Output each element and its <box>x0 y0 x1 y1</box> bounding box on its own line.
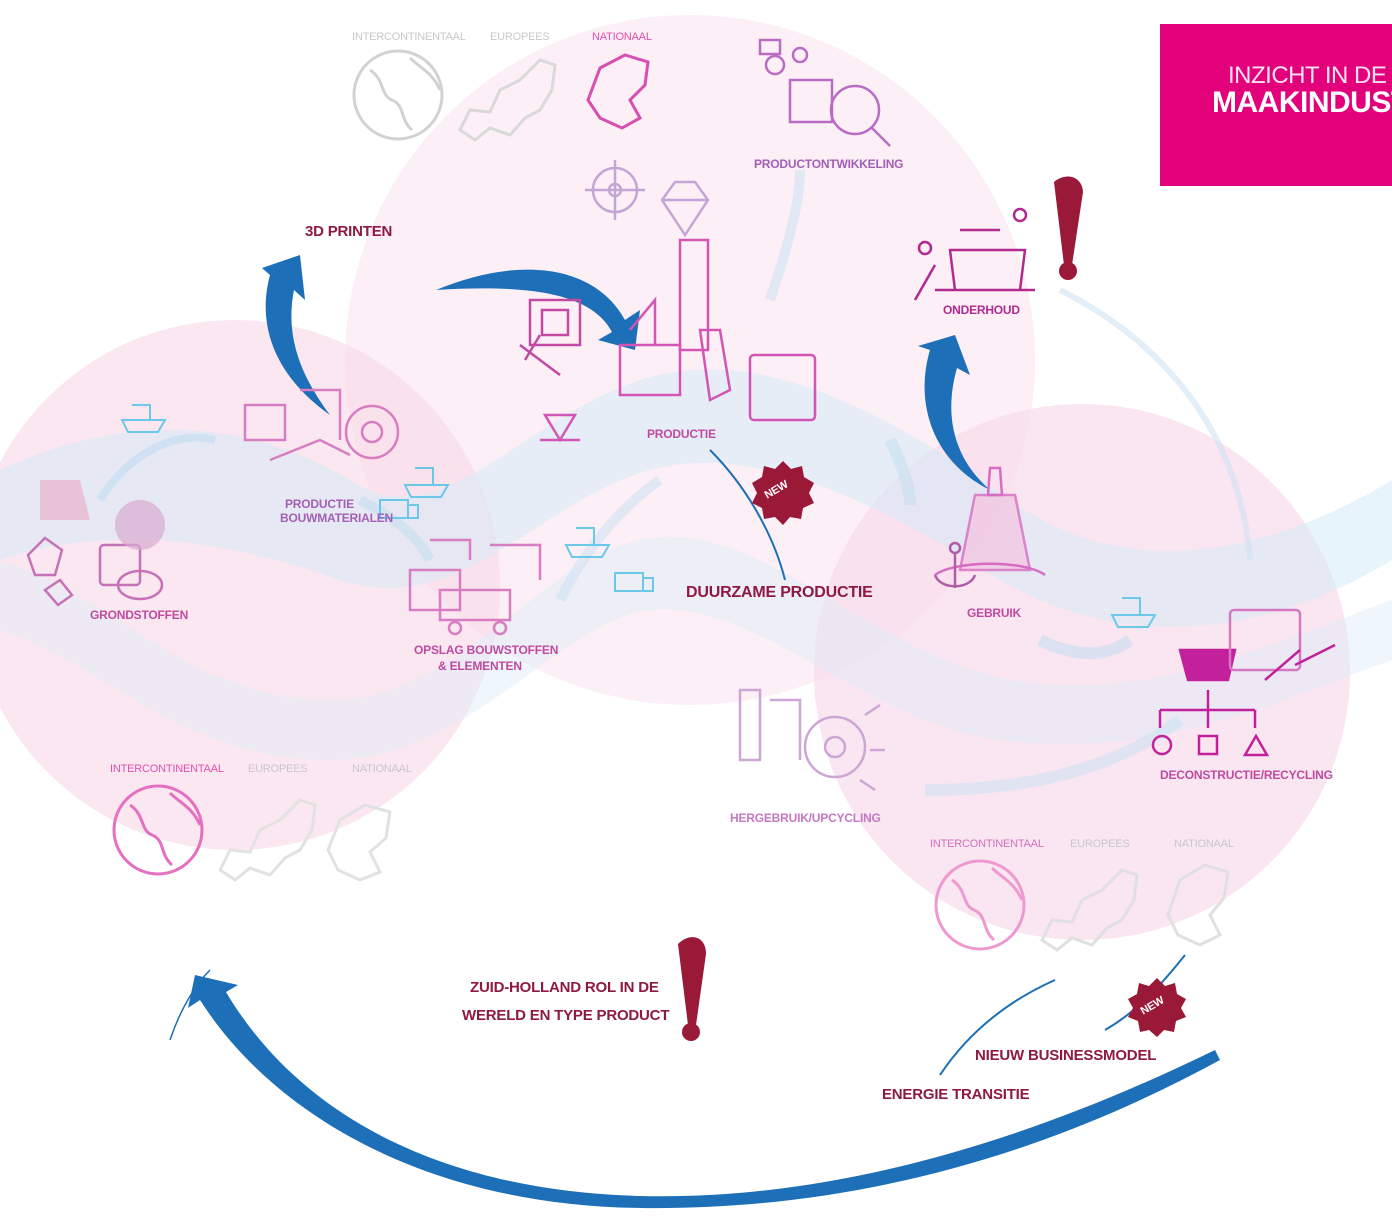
flow-arrow-5 <box>924 715 1184 796</box>
label-productie-bouw-1: PRODUCTIE <box>285 497 354 511</box>
globe-icon <box>112 784 204 876</box>
netherlands-map-icon <box>1166 863 1230 947</box>
deconstructie-icon <box>1151 608 1336 757</box>
diamond-icon <box>660 180 710 238</box>
arrow-3d-to-productie <box>436 269 640 350</box>
europe-map-icon <box>218 798 317 882</box>
netherlands-map-icon <box>326 803 392 882</box>
gebruik-ship-icon <box>934 466 1046 577</box>
flow-arrow-1 <box>96 433 217 503</box>
flow-arrow-6 <box>555 475 663 603</box>
bolt-icon <box>519 334 561 376</box>
label-productie-bouw-2: BOUWMATERIALEN <box>280 511 393 525</box>
rocks-icon <box>26 480 165 607</box>
ship-icon <box>1110 597 1157 628</box>
label-gebruik: GEBRUIK <box>967 606 1021 620</box>
opslag-icon <box>408 538 542 636</box>
anchor-icon <box>933 541 977 588</box>
scope-left-intercontinentaal: INTERCONTINENTAAL <box>110 763 224 775</box>
truck-icon <box>614 572 654 592</box>
flow-band-1 <box>0 369 1392 627</box>
title-line-2: MAAKINDUST <box>1212 86 1392 119</box>
productontwikkeling-icon <box>758 38 891 147</box>
hergebruik-icon <box>738 688 885 792</box>
arrow-bottom-tail <box>169 969 211 1041</box>
flow-arrow-4 <box>1037 634 1134 660</box>
note-duurzame-productie: DUURZAME PRODUCTIE <box>686 584 873 601</box>
scope-right-nationaal: NATIONAAL <box>1174 838 1234 850</box>
flow-arrow-8 <box>884 437 916 506</box>
note-3d-printen: 3D PRINTEN <box>305 223 393 240</box>
ship-icon <box>403 467 450 498</box>
truck-icon <box>379 499 419 519</box>
title-line-1: INZICHT IN DE KE <box>1228 62 1392 89</box>
label-grondstoffen: GRONDSTOFFEN <box>90 608 189 622</box>
line-duurzame <box>709 449 786 581</box>
arrow-gebruik-onderhoud <box>918 335 990 490</box>
note-zuid-holland-1: ZUID-HOLLAND ROL IN DE <box>470 979 659 996</box>
globe-icon <box>352 49 444 141</box>
netherlands-map-icon <box>586 53 650 130</box>
label-hergebruik: HERGEBRUIK/UPCYCLING <box>730 811 881 825</box>
note-zuid-holland-2: WERELD EN TYPE PRODUCT <box>462 1007 670 1024</box>
factory-icon <box>243 388 400 462</box>
scope-left-nationaal: NATIONAAL <box>352 763 412 775</box>
new-badge <box>1128 978 1186 1037</box>
helm-icon <box>585 160 645 220</box>
label-productie: PRODUCTIE <box>647 427 716 441</box>
note-energie-transitie: ENERGIE TRANSITIE <box>882 1086 1030 1103</box>
label-onderhoud: ONDERHOUD <box>943 303 1020 317</box>
label-opslag-2: & ELEMENTEN <box>438 659 522 673</box>
title-box <box>1160 24 1392 186</box>
productie-icon <box>618 238 817 422</box>
note-nieuw-businessmodel: NIEUW BUSINESSMODEL <box>975 1047 1157 1064</box>
press-icon <box>540 413 580 443</box>
flow-band-2 <box>0 536 1392 760</box>
arrow-bottom-loop <box>188 975 1220 1209</box>
label-opslag-1: OPSLAG BOUWSTOFFEN <box>414 643 559 657</box>
ship-icon <box>564 527 611 558</box>
onderhoud-icon <box>913 207 1035 301</box>
chip-icon <box>528 298 582 347</box>
europe-map-icon <box>1040 868 1139 952</box>
scope-top-europees: EUROPEES <box>490 31 550 43</box>
flow-arrow-3 <box>1058 287 1253 561</box>
arrow-3d-printen <box>262 255 330 415</box>
new-badge <box>752 461 814 525</box>
globe-icon <box>934 859 1026 951</box>
scope-right-europees: EUROPEES <box>1070 838 1130 850</box>
flow-arrow-2 <box>765 169 805 302</box>
scope-top-nationaal: NATIONAAL <box>592 31 652 43</box>
exclamation-icon <box>1054 176 1083 280</box>
flow-arrow-7 <box>357 495 435 563</box>
scope-right-intercontinentaal: INTERCONTINENTAAL <box>930 838 1044 850</box>
scope-left-europees: EUROPEES <box>248 763 308 775</box>
scope-top-intercontinentaal: INTERCONTINENTAAL <box>352 31 466 43</box>
europe-map-icon <box>458 58 557 142</box>
label-productontwikkeling: PRODUCTONTWIKKELING <box>754 157 904 171</box>
label-deconstructie: DECONSTRUCTIE/RECYCLING <box>1160 768 1333 782</box>
exclamation-icon <box>678 937 706 1041</box>
line-energie <box>939 979 1056 1076</box>
ship-icon <box>120 404 167 433</box>
